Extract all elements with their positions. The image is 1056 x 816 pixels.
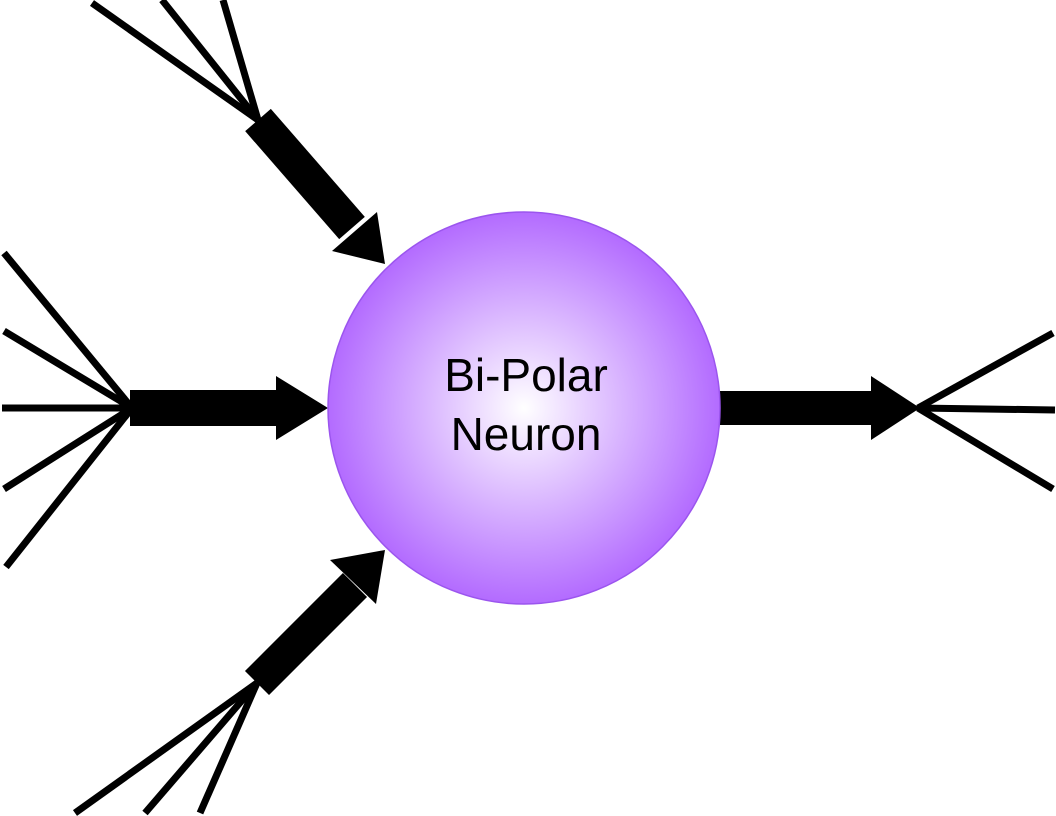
output-axon-terminals (916, 329, 1056, 493)
output-arrow (720, 376, 920, 440)
neuron-label-line2: Neuron (451, 408, 602, 460)
input-dendrite-middle (1, 250, 135, 570)
input-arrow-middle (130, 376, 328, 440)
neuron-cell-body (327, 211, 721, 605)
input-arrow-bottom (244, 550, 385, 696)
input-dendrite-top (89, 0, 262, 123)
input-dendrite-bottom (72, 680, 261, 816)
input-arrow-top (245, 108, 385, 264)
neuron-label-line1: Bi-Polar (444, 349, 608, 401)
